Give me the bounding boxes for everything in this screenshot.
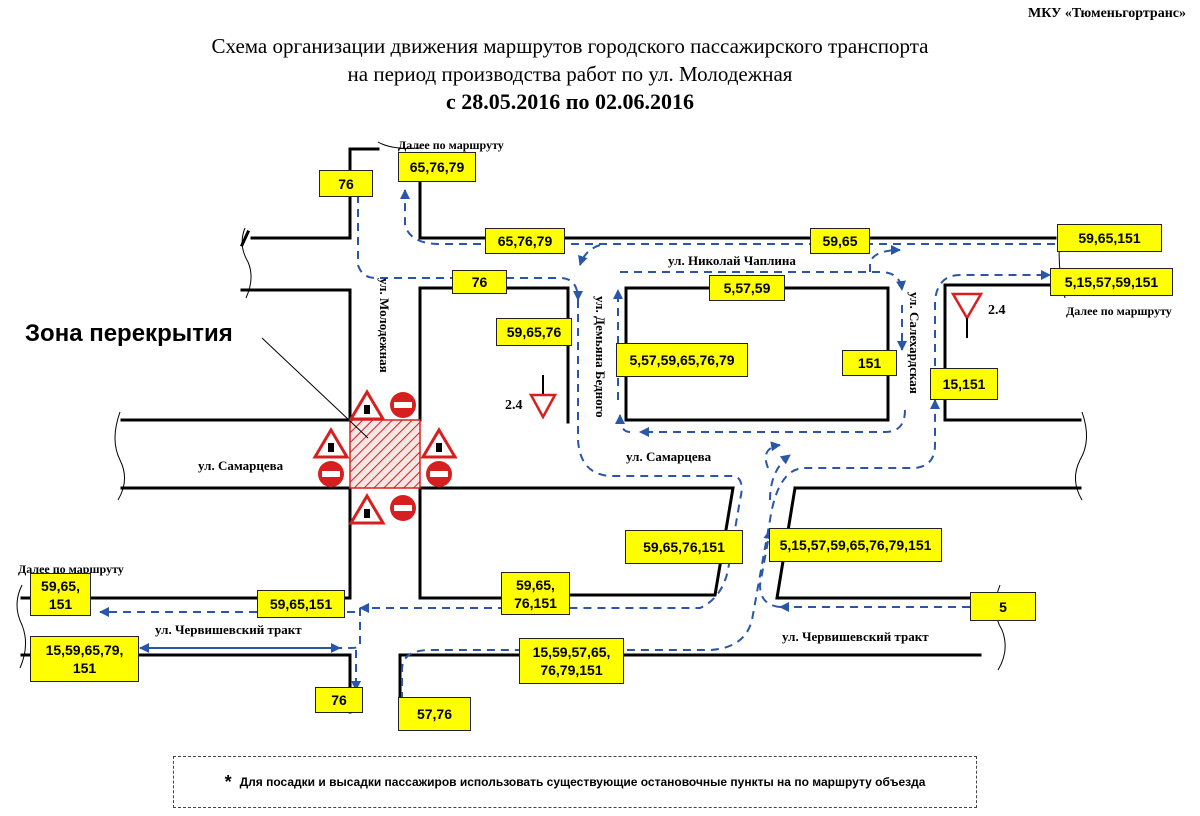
closure-zone-label: Зона перекрытия <box>25 320 233 347</box>
road-salekhard-block <box>943 283 1082 422</box>
detour-arrows <box>99 189 1055 700</box>
arrow-76-east <box>357 195 583 301</box>
route-box-15151: 15,151 <box>930 368 998 400</box>
route-box-151: 151 <box>842 350 897 376</box>
route-box-5965-top: 59,65 <box>810 228 870 254</box>
street-chervishevsky-west: ул. Червишевский тракт <box>155 622 302 637</box>
road-block-s-left <box>418 486 502 600</box>
road-cut-1 <box>240 230 250 247</box>
route-box-1559576579: 15,59,57,65, 76,79,151 <box>519 638 624 684</box>
further-right: Далее по маршруту <box>1066 304 1172 318</box>
route-box-76-bottom: 76 <box>315 687 363 713</box>
road-chervish-bottom <box>398 653 982 714</box>
route-box-76-top: 76 <box>319 170 373 197</box>
route-box-657679-mid: 65,76,79 <box>485 228 565 254</box>
route-box-596576: 59,65,76 <box>496 318 572 346</box>
route-box-5776: 57,76 <box>398 697 471 731</box>
street-salekhardskaya: ул. Салехардская <box>907 292 922 394</box>
street-samartseva-east: ул. Самарцева <box>626 449 712 464</box>
edge-break-e <box>1075 411 1087 501</box>
route-box-55759: 5,57,59 <box>709 275 785 301</box>
edge-break-top <box>377 141 421 149</box>
route-box-59657615: 59,65,76,151 <box>625 530 743 564</box>
sign-no-entry-left <box>318 461 344 487</box>
route-box-15596579: 15,59,65,79, 151 <box>30 636 139 682</box>
street-chervishevsky-east: ул. Червишевский тракт <box>782 629 929 644</box>
footnote-text: Для посадки и высадки пассажиров использ… <box>239 775 926 789</box>
route-box-5965-151-left: 59,65, 151 <box>30 573 91 616</box>
zone-pointer <box>261 337 369 439</box>
road-chervish-east-top <box>775 486 977 600</box>
route-box-51557all: 5,15,57,59,65,76,79,151 <box>769 528 942 562</box>
road-block-sw <box>20 486 352 600</box>
sign-no-entry-bottom <box>390 495 416 521</box>
further-left: Далее по маршруту <box>18 562 124 576</box>
route-box-5965151-top: 59,65,151 <box>1057 224 1162 252</box>
title-line-1: Схема организации движения маршрутов гор… <box>211 34 929 58</box>
organization-name: МКУ «Тюменьгортранс» <box>1028 6 1186 21</box>
edge-break-w <box>114 411 125 501</box>
route-box-5575965: 5,57,59,65,76,79 <box>616 343 748 377</box>
route-box-5965151-mid: 59,65,151 <box>257 590 345 618</box>
road-chaplina-north <box>418 153 1057 240</box>
route-box-5965-76151: 59,65, 76,151 <box>501 572 570 615</box>
route-box-5151557: 5,15,57,59,151 <box>1050 268 1173 296</box>
footnote-star: * <box>224 771 232 792</box>
route-box-76-mid: 76 <box>452 270 507 294</box>
street-chaplina: ул. Николай Чаплина <box>668 253 796 268</box>
route-box-5: 5 <box>970 592 1036 621</box>
route-box-657679-top: 65,76,79 <box>398 152 476 182</box>
edge-break-nw <box>241 227 252 299</box>
further-top: Далее по маршруту <box>398 138 504 152</box>
road-block-nw <box>120 288 352 422</box>
sign-yield-left <box>528 375 558 420</box>
street-demyana-bednogo: ул. Демьяна Бедного <box>593 296 608 418</box>
edge-break-sw <box>16 584 26 669</box>
footnote: * Для посадки и высадки пассажиров испол… <box>173 756 977 808</box>
sign-yield-right <box>950 292 984 338</box>
closure-zone <box>349 419 421 489</box>
title-line-2: на период производства работ по ул. Моло… <box>347 62 793 86</box>
sign-no-entry-right <box>426 461 452 487</box>
street-samartseva-west: ул. Самарцева <box>198 458 284 473</box>
street-molodezhnaya: ул. Молодежная <box>377 278 392 373</box>
sign-no-entry-top <box>390 392 416 418</box>
title-dates: с 28.05.2016 по 02.06.2016 <box>446 89 694 114</box>
sign-number-right: 2.4 <box>988 303 1006 318</box>
sign-number-left: 2.4 <box>505 398 523 413</box>
